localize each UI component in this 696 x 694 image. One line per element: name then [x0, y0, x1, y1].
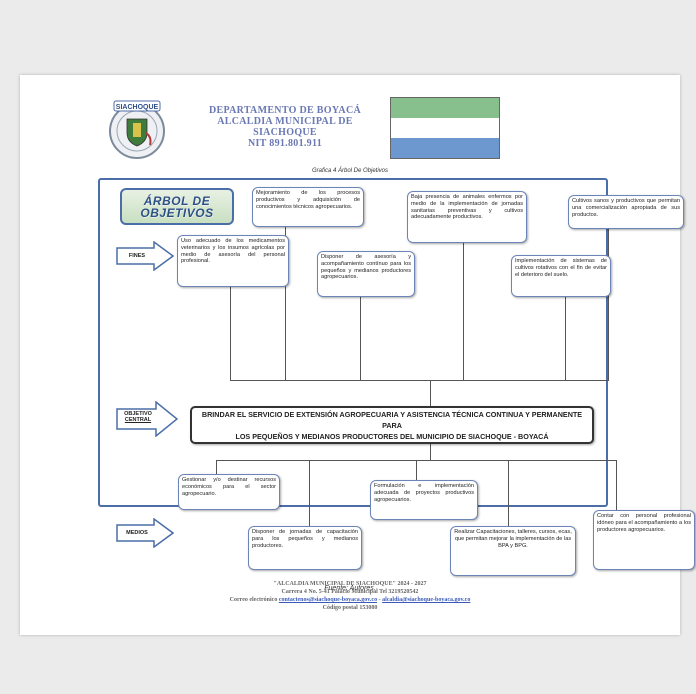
- medio-box: Formulación e implementación adecuada de…: [370, 480, 478, 520]
- connector-line: [216, 460, 217, 474]
- connector-line: [360, 290, 361, 380]
- footer-email-link-1[interactable]: contactenos@siachoque-boyaca.gov.co: [278, 597, 378, 603]
- letterhead-line-1: DEPARTAMENTO DE BOYACÁ: [208, 105, 361, 116]
- footer-postal-code: Código postal 153080: [322, 605, 378, 611]
- diagram-title-line-2: OBJETIVOS: [140, 205, 214, 220]
- central-objective-line-2: LOS PEQUEÑOS Y MEDIANOS PRODUCTORES DEL …: [235, 431, 549, 441]
- footer-line-1: "ALCALDIA MUNICIPAL DE SIACHOQUE" 2024 -…: [273, 581, 427, 587]
- diagram-title-line-1: ÁRBOL DE: [143, 193, 211, 208]
- connector-line: [230, 281, 231, 380]
- flag-stripe-middle: [391, 118, 499, 138]
- figure-caption: Grafica 4 Árbol De Objetivos: [311, 168, 389, 174]
- medios-arrow: MEDIOS: [116, 517, 175, 553]
- figure-source: Fuente: Autores.: [324, 585, 376, 592]
- connector-line: [508, 460, 509, 526]
- connector-line: [608, 213, 609, 380]
- letterhead: DEPARTAMENTO DE BOYACÁ ALCALDIA MUNICIPA…: [180, 105, 390, 149]
- flag-stripe-bottom: [391, 138, 499, 158]
- central-label-line-1: OBJETIVO: [124, 411, 152, 417]
- fin-box: Implementación de sistemas de cultivos r…: [511, 255, 611, 297]
- medio-box: Gestionar y/o destinar recursos económic…: [178, 474, 280, 510]
- central-objective-line-1: BRINDAR EL SERVICIO DE EXTENSIÓN AGROPEC…: [201, 409, 583, 430]
- flag-stripe-top: [391, 98, 499, 118]
- connector-line: [416, 460, 417, 480]
- fin-box: Mejoramiento de los procesos productivos…: [252, 187, 364, 227]
- central-label: OBJETIVO CENTRAL: [120, 411, 156, 423]
- letterhead-line-2: ALCALDIA MUNICIPAL DE: [217, 116, 353, 127]
- connector-line: [309, 460, 310, 526]
- municipal-crest-logo: SIACHOQUE: [106, 95, 168, 161]
- municipal-flag: [390, 97, 500, 159]
- central-label-line-2: CENTRAL: [124, 417, 152, 423]
- page-footer: "ALCALDIA MUNICIPAL DE SIACHOQUE" 2024 -…: [20, 580, 680, 612]
- diagram-title: ÁRBOL DE OBJETIVOS: [120, 188, 234, 225]
- medio-box: Contar con personal profesional idóneo p…: [593, 510, 695, 570]
- medio-box: Realizar Capacitaciones, talleres, curso…: [450, 526, 576, 576]
- central-objective: BRINDAR EL SERVICIO DE EXTENSIÓN AGROPEC…: [190, 406, 594, 444]
- connector-line: [616, 460, 617, 510]
- connector-line: [230, 380, 609, 381]
- fin-box: Baja presencia de animales enfermos por …: [407, 191, 527, 243]
- fin-box: Disponer de asesoría y acompañamiento co…: [317, 251, 415, 297]
- letterhead-line-3: SIACHOQUE: [253, 127, 317, 138]
- crest-text: SIACHOQUE: [116, 104, 159, 111]
- connector-line: [430, 440, 431, 460]
- connector-line: [565, 290, 566, 380]
- letterhead-nit: NIT 891.801.911: [247, 138, 323, 149]
- connector-line: [463, 215, 464, 380]
- objectives-tree-frame: [98, 178, 608, 507]
- medio-box: Disponer de jornadas de capacitación par…: [248, 526, 362, 570]
- footer-email-separator: -: [378, 597, 383, 603]
- footer-email-link-2[interactable]: alcaldia@siachoque-boyaca.gov.co: [382, 597, 471, 603]
- footer-line-3: Correo electrónico contactenos@siachoque…: [20, 596, 680, 604]
- footer-email-label: Correo electrónico: [229, 597, 278, 603]
- central-arrow: OBJETIVO CENTRAL: [116, 400, 179, 442]
- fin-box: Uso adecuado de los medicamentos veterin…: [177, 235, 289, 287]
- medios-label: MEDIOS: [126, 530, 148, 536]
- fin-box: Cultivos sanos y productivos que permita…: [568, 195, 684, 229]
- fines-label: FINES: [128, 253, 146, 259]
- document-page: SIACHOQUE DEPARTAMENTO DE BOYACÁ ALCALDI…: [20, 75, 695, 635]
- connector-line: [430, 380, 431, 406]
- footer-line-2: Carrera 4 No. 5-41 Palacio Municipal Tel…: [281, 589, 419, 595]
- fines-arrow: FINES: [116, 240, 175, 276]
- connector-line: [285, 221, 286, 380]
